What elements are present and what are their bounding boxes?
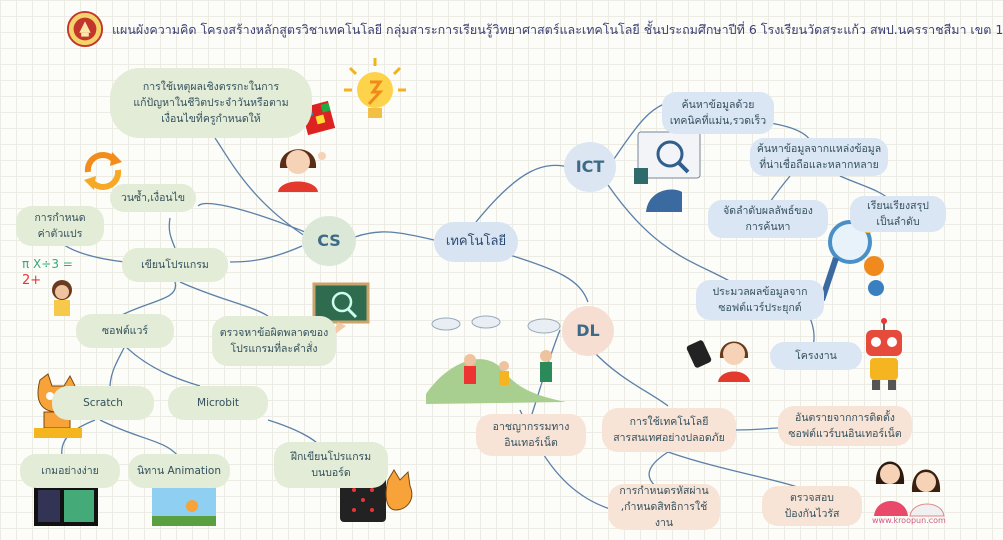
node-simple-game[interactable]: เกมอย่างง่าย [20, 454, 120, 488]
node-microbit[interactable]: Microbit [168, 386, 268, 420]
girl-thinking-icon [278, 149, 326, 192]
svg-text:π X÷3 =: π X÷3 = [22, 257, 73, 271]
credit-text: www.kroopun.com [872, 516, 946, 525]
lightbulb-icon [344, 58, 406, 118]
robot-icon [866, 318, 902, 390]
cycle-arrows-icon [84, 152, 122, 190]
teachers-icon [874, 461, 945, 517]
svg-text:2+: 2+ [22, 273, 41, 288]
node-install-danger[interactable]: อันตรายจากการติดตั้ง ซอฟต์แวร์บนอินเทอร์… [778, 406, 912, 446]
node-scratch[interactable]: Scratch [52, 386, 154, 420]
page-title: แผนผังความคิด โครงสร้างหลักสูตรวิชาเทคโน… [112, 22, 1003, 37]
node-project[interactable]: โครงงาน [770, 342, 862, 370]
node-board-practice[interactable]: ฝึกเขียนโปรแกรม บนบอร์ด [274, 442, 388, 488]
game-screenshot-icon [34, 486, 98, 526]
node-animation[interactable]: นิทาน Animation [128, 454, 230, 488]
mindmap-links [59, 103, 891, 521]
hub-cs[interactable]: CS [302, 216, 356, 266]
hub-ict[interactable]: ICT [564, 142, 616, 192]
node-cyber-crime[interactable]: อาชญากรรมทาง อินเทอร์เน็ต [476, 414, 586, 456]
school-logo [66, 10, 104, 48]
node-rank-results[interactable]: จัดลำดับผลลัพธ์ของ การค้นหา [708, 200, 828, 238]
kids-outdoor-icon [426, 315, 566, 404]
node-programming[interactable]: เขียนโปรแกรม [122, 248, 228, 282]
animation-screenshot-icon [152, 486, 216, 526]
girl-with-phone-icon [686, 340, 750, 382]
hub-dl[interactable]: DL [562, 306, 614, 356]
math-kid-icon: π X÷3 = 2+ [22, 257, 73, 316]
node-logical-reasoning[interactable]: การใช้เหตุผลเชิงตรรกะในการ แก้ปัญหาในชีว… [110, 68, 312, 138]
node-loop-condition[interactable]: วนซ้ำ,เงื่อนไข [110, 184, 196, 212]
node-password-rights[interactable]: การกำหนดรหัสผ่าน ,กำหนดสิทธิการใช้งาน [608, 484, 720, 530]
node-search-technique[interactable]: ค้นหาข้อมูลด้วย เทคนิคที่แม่น,รวดเร็ว [662, 92, 774, 134]
node-variable[interactable]: การกำหนด ค่าตัวแปร [16, 206, 104, 246]
node-safe-usage[interactable]: การใช้เทคโนโลยี สารสนเทศอย่างปลอดภัย [602, 408, 736, 452]
node-antivirus[interactable]: ตรวจสอบ ป้องกันไวรัส [762, 486, 862, 526]
node-reliable-sources[interactable]: ค้นหาข้อมูลจากแหล่งข้อมูล ที่น่าเชื่อถือ… [750, 138, 888, 176]
node-summarize[interactable]: เรียนเรียงสรุป เป็นลำดับ [850, 196, 946, 232]
node-software[interactable]: ซอฟต์แวร์ [76, 314, 174, 348]
search-laptop-icon [634, 131, 701, 212]
node-process-data[interactable]: ประมวลผลข้อมูลจาก ซอฟต์แวร์ประยุกต์ [696, 280, 824, 320]
node-debug[interactable]: ตรวจหาข้อผิดพลาดของ โปรแกรมที่ละคำสั่ง [212, 316, 336, 366]
center-node[interactable]: เทคโนโลยี [434, 222, 518, 262]
